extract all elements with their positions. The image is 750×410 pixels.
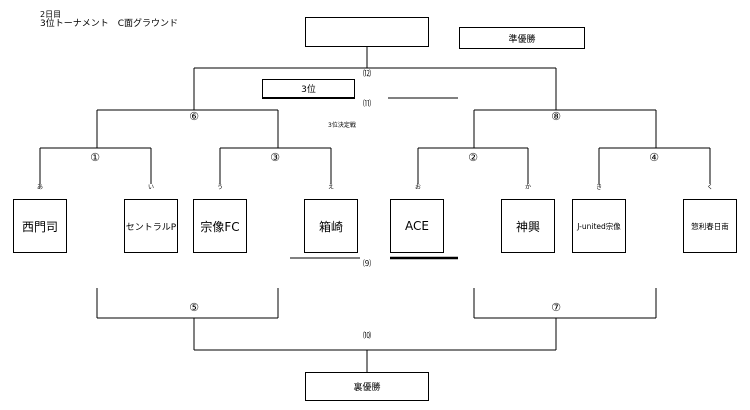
team-name: 惣利春日南 [691, 221, 729, 231]
match-6-number: ⑥ [189, 110, 199, 123]
team-name: 神興 [515, 219, 540, 234]
runner-up-box: 準優勝 [459, 27, 585, 49]
match-10-number: ⑽ [363, 331, 371, 340]
page-title: 3位トーナメント C面グラウンド [40, 19, 179, 29]
third-place-box: 3位 [262, 79, 355, 98]
team-box-ace: ACE [390, 199, 444, 253]
team-box-central-p: セントラルP [124, 199, 178, 253]
team-name: 西門司 [21, 219, 58, 234]
match-4-number: ④ [649, 151, 659, 164]
team-box-nishimoji: 西門司 [13, 199, 67, 253]
team-kana: か [525, 184, 532, 191]
team-name: 箱崎 [318, 219, 343, 234]
final-winner-box [305, 17, 429, 47]
match-9-number: ⑼ [363, 259, 371, 268]
team-kana: う [217, 184, 224, 191]
third-place-label: 3位 [301, 85, 316, 95]
team-box-j-united-munakata: J-united宗像 [572, 199, 626, 253]
team-kana: い [148, 184, 155, 191]
match-1-number: ① [90, 151, 100, 164]
team-kana: え [328, 184, 335, 191]
match-8-number: ⑧ [551, 110, 561, 123]
match-11-number: ⑾ [363, 99, 371, 108]
team-box-munakata-fc: 宗像FC [193, 199, 247, 253]
team-kana: あ [37, 184, 44, 191]
consolation-winner-box: 裏優勝 [305, 372, 429, 401]
match-7-number: ⑦ [551, 301, 561, 314]
match-2-number: ② [468, 151, 478, 164]
team-box-hakozaki: 箱崎 [304, 199, 358, 253]
team-kana: く [707, 184, 714, 191]
team-box-shinko: 神興 [501, 199, 555, 253]
third-place-match-label: 3位決定戦 [328, 122, 356, 129]
team-name: J-united宗像 [577, 221, 621, 231]
consolation-winner-label: 裏優勝 [353, 383, 381, 393]
team-name: 宗像FC [200, 219, 240, 234]
match-3-number: ③ [270, 151, 280, 164]
team-name: セントラルP [125, 222, 177, 233]
runner-up-label: 準優勝 [508, 34, 536, 45]
team-name: ACE [405, 219, 429, 233]
team-box-sori-kasuga-minami: 惣利春日南 [683, 199, 737, 253]
match-5-number: ⑤ [189, 301, 199, 314]
team-kana: き [596, 184, 603, 191]
match-12-number: ⑿ [363, 69, 371, 78]
day-label: 2日目 [40, 10, 62, 19]
team-kana: お [415, 184, 422, 191]
